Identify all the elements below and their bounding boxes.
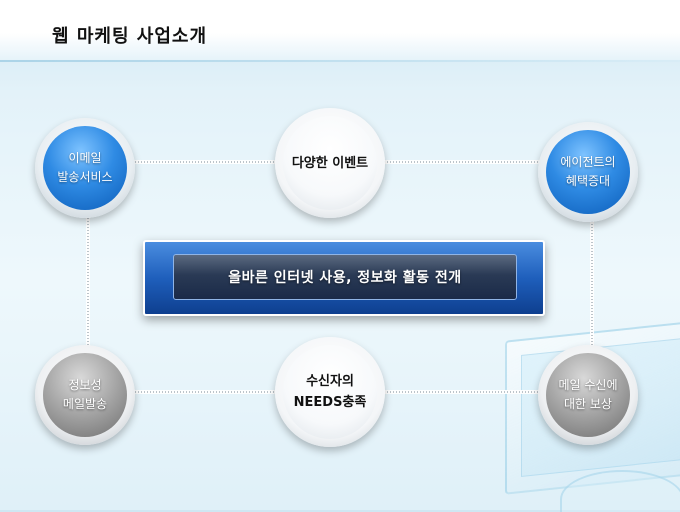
node-label: NEEDS충족 [293,395,367,410]
header-bar: 웹 마케팅 사업소개 [0,0,680,60]
node-email-service-core: 이메일 발송서비스 [43,126,127,210]
node-agent-benefits: 에이전트의 혜택증대 [538,122,638,222]
node-various-events-core: 다양한 이벤트 [283,116,377,210]
node-label: 혜택증대 [565,174,611,188]
node-label: 수신자의 [306,374,354,389]
node-label: 이메일 [68,151,102,165]
node-label: 다양한 이벤트 [291,155,369,171]
node-label: 발송서비스 [57,170,113,184]
node-various-events: 다양한 이벤트 [275,108,385,218]
node-label: 대한 보상 [564,397,612,411]
center-banner: 올바른 인터넷 사용, 정보화 활동 전개 [143,240,545,316]
center-banner-inner: 올바른 인터넷 사용, 정보화 활동 전개 [173,254,517,300]
center-banner-label: 올바른 인터넷 사용, 정보화 활동 전개 [228,270,462,286]
node-recipient-needs: 수신자의 NEEDS충족 [275,337,385,447]
node-recipient-needs-core: 수신자의 NEEDS충족 [283,345,377,439]
node-email-service: 이메일 발송서비스 [35,118,135,218]
node-label: 메일 수신에 [558,378,618,392]
monitor-stand [560,470,680,512]
node-mail-reward-core: 메일 수신에 대한 보상 [546,353,630,437]
node-agent-benefits-core: 에이전트의 혜택증대 [546,130,630,214]
page-title: 웹 마케팅 사업소개 [52,26,208,47]
node-label: 정보성 [68,378,102,392]
node-label: 에이전트의 [560,155,616,169]
header-divider [0,60,680,62]
node-info-mail-core: 정보성 메일발송 [43,353,127,437]
node-mail-reward: 메일 수신에 대한 보상 [538,345,638,445]
node-info-mail: 정보성 메일발송 [35,345,135,445]
node-label: 메일발송 [62,397,108,411]
